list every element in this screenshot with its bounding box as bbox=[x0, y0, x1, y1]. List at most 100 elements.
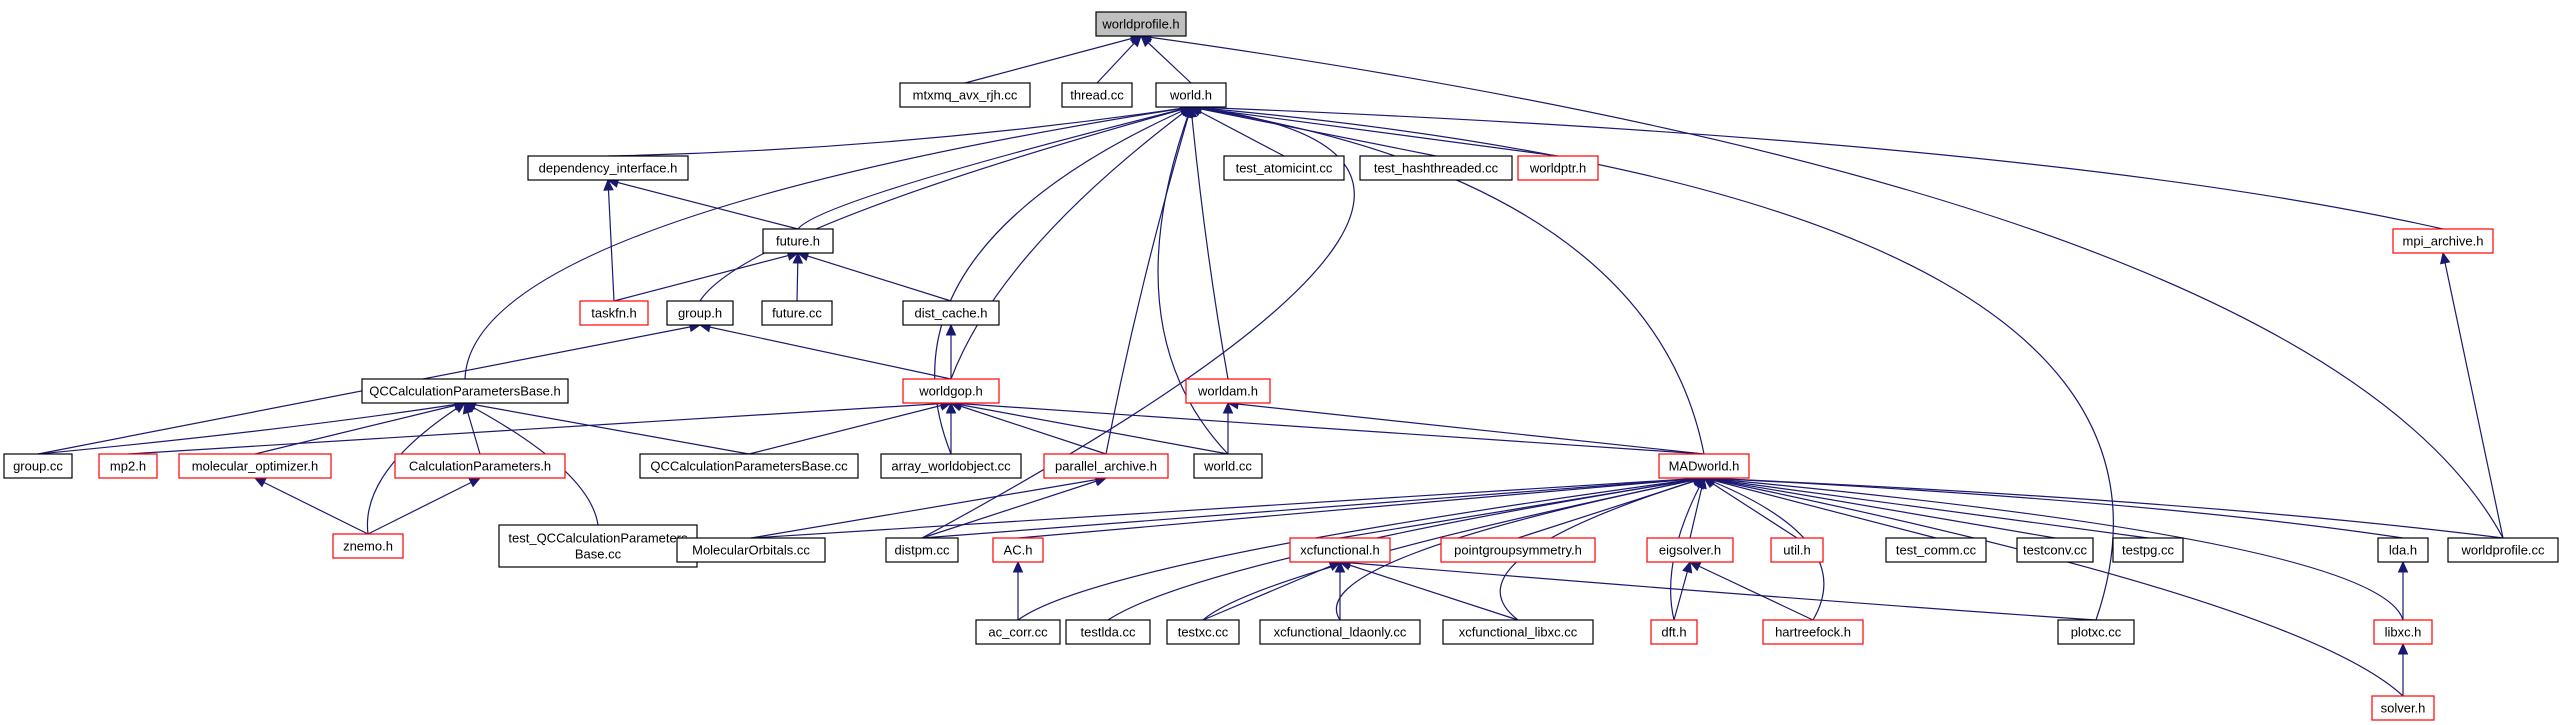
edge-worldam-h-to-world-h bbox=[1186, 105, 1229, 380]
edge-lda-h-to-madworld-h bbox=[1702, 473, 2404, 539]
node-worldgop-h[interactable]: worldgop.h bbox=[902, 378, 1000, 404]
node-label: worldprofile.h bbox=[1101, 17, 1179, 32]
edge-worldgop-h-to-group-h bbox=[698, 322, 952, 380]
node-parallel-archive-h[interactable]: parallel_archive.h bbox=[1043, 453, 1169, 479]
arrowhead bbox=[945, 323, 957, 336]
node-mpi-archive-h[interactable]: mpi_archive.h bbox=[2392, 228, 2494, 254]
edge-thread-cc-to-worldprofile-h bbox=[1096, 35, 1142, 84]
edge-world-cc-to-worldam-h bbox=[1222, 401, 1234, 454]
node-box bbox=[1658, 453, 1750, 479]
node-eigsolver-h[interactable]: eigsolver.h bbox=[1646, 537, 1734, 563]
node-box bbox=[2377, 537, 2429, 563]
node-label: group.cc bbox=[13, 459, 63, 474]
arrowhead bbox=[453, 402, 467, 414]
node-label: mp2.h bbox=[110, 459, 146, 474]
node-hartreefock-h[interactable]: hartreefock.h bbox=[1762, 619, 1864, 645]
edge-dft-h-to-eigsolver-h bbox=[1673, 560, 1693, 621]
node-libxc-h[interactable]: libxc.h bbox=[2373, 619, 2433, 645]
edge-future-h-to-dependency-interface-h bbox=[606, 177, 799, 230]
node-box bbox=[885, 537, 959, 563]
edge-molecularorbitals-cc-to-parallel-archive-h bbox=[750, 474, 1108, 539]
node-ac-corr-cc: ac_corr.cc bbox=[975, 619, 1061, 645]
edge-taskfn-h-to-dependency-interface-h bbox=[603, 178, 615, 302]
node-box bbox=[178, 453, 332, 479]
node-group-cc: group.cc bbox=[3, 453, 73, 479]
node-box bbox=[762, 228, 834, 254]
edge-znemo-h-to-calculationparameters-h bbox=[367, 477, 482, 535]
node-testconv-cc: testconv.cc bbox=[2016, 537, 2094, 563]
node-label: dist_cache.h bbox=[915, 306, 988, 321]
node-label: lda.h bbox=[2389, 543, 2417, 558]
node-testxc-cc: testxc.cc bbox=[1166, 619, 1240, 645]
node-box bbox=[1065, 619, 1151, 645]
edge-util-h-to-madworld-h bbox=[1702, 477, 1798, 539]
node-box bbox=[1185, 378, 1271, 404]
edge-worldgop-h-to-dist-cache-h bbox=[945, 323, 957, 379]
node-label: CalculationParameters.h bbox=[409, 459, 551, 474]
arrowhead bbox=[1182, 105, 1193, 119]
node-box bbox=[3, 453, 73, 479]
node-distpm-cc: distpm.cc bbox=[885, 537, 959, 563]
node-label: parallel_archive.h bbox=[1055, 459, 1157, 474]
edge-array-worldobject-cc-to-worldgop-h bbox=[945, 401, 957, 454]
node-worldptr-h[interactable]: worldptr.h bbox=[1517, 155, 1599, 181]
node-box bbox=[1762, 619, 1864, 645]
node-box bbox=[1770, 537, 1824, 563]
edge-dist-cache-h-to-future-h bbox=[796, 251, 952, 302]
node-label: worldam.h bbox=[1197, 384, 1258, 399]
node-box bbox=[666, 300, 734, 326]
node-box bbox=[98, 453, 158, 479]
arrowhead bbox=[1682, 560, 1693, 574]
node-znemo-h[interactable]: znemo.h bbox=[332, 533, 404, 559]
node-box bbox=[1885, 537, 1987, 563]
edge-madworld-h-to-worldgop-h bbox=[949, 398, 1705, 455]
node-label: QCCalculationParametersBase.cc bbox=[650, 459, 848, 474]
node-label: znemo.h bbox=[343, 539, 393, 554]
node-box bbox=[902, 378, 1000, 404]
node-dependency-interface-h: dependency_interface.h bbox=[527, 155, 689, 181]
node-worldam-h[interactable]: worldam.h bbox=[1185, 378, 1271, 404]
node-box bbox=[1043, 453, 1169, 479]
node-molecular-optimizer-h[interactable]: molecular_optimizer.h bbox=[178, 453, 332, 479]
node-testlda-cc: testlda.cc bbox=[1065, 619, 1151, 645]
node-mp2-h[interactable]: mp2.h bbox=[98, 453, 158, 479]
node-box bbox=[579, 300, 649, 326]
edge-worldprofile-cc-to-mpi-archive-h bbox=[2440, 251, 2504, 539]
node-ac-h[interactable]: AC.h bbox=[992, 537, 1044, 563]
node-calculationparameters-h[interactable]: CalculationParameters.h bbox=[394, 453, 566, 479]
node-taskfn-h[interactable]: taskfn.h bbox=[579, 300, 649, 326]
edge-xcfunctional-h-to-madworld-h bbox=[1339, 474, 1706, 539]
node-box bbox=[1259, 619, 1421, 645]
edge-world-cc-to-world-h bbox=[1157, 105, 1229, 455]
node-pointgroupsymmetry-h[interactable]: pointgroupsymmetry.h bbox=[1440, 537, 1596, 563]
node-box bbox=[639, 453, 859, 479]
arrowhead bbox=[792, 251, 804, 264]
node-label: test_QCCalculationParameters bbox=[508, 531, 688, 546]
node-madworld-h[interactable]: MADworld.h bbox=[1658, 453, 1750, 479]
node-label: worldprofile.cc bbox=[2460, 543, 2545, 558]
node-test-comm-cc: test_comm.cc bbox=[1885, 537, 1987, 563]
node-box bbox=[332, 533, 404, 559]
node-xcfunctional-h[interactable]: xcfunctional.h bbox=[1289, 537, 1391, 563]
arrowhead bbox=[1222, 401, 1234, 414]
node-solver-h[interactable]: solver.h bbox=[2371, 695, 2435, 721]
node-label: ac_corr.cc bbox=[988, 625, 1048, 640]
arrowhead bbox=[1334, 560, 1346, 573]
node-util-h[interactable]: util.h bbox=[1770, 537, 1824, 563]
edge-distpm-cc-to-madworld-h bbox=[921, 473, 1706, 539]
node-label: group.h bbox=[678, 306, 722, 321]
node-dft-h[interactable]: dft.h bbox=[1650, 619, 1698, 645]
edge-eigsolver-h-to-madworld-h bbox=[1689, 476, 1707, 539]
node-label: dependency_interface.h bbox=[539, 161, 678, 176]
node-box bbox=[899, 82, 1031, 108]
node-lda-h: lda.h bbox=[2377, 537, 2429, 563]
node-box bbox=[1289, 537, 1391, 563]
edge-testxc-cc-to-xcfunctional-h bbox=[1202, 561, 1342, 621]
edge-znemo-h-to-molecular-optimizer-h bbox=[253, 477, 369, 535]
node-label: hartreefock.h bbox=[1775, 625, 1851, 640]
arrowhead bbox=[1129, 35, 1142, 48]
edge-ac-corr-cc-to-ac-h bbox=[1012, 560, 1024, 620]
node-label: testxc.cc bbox=[1178, 625, 1229, 640]
arrowhead bbox=[2440, 251, 2451, 265]
